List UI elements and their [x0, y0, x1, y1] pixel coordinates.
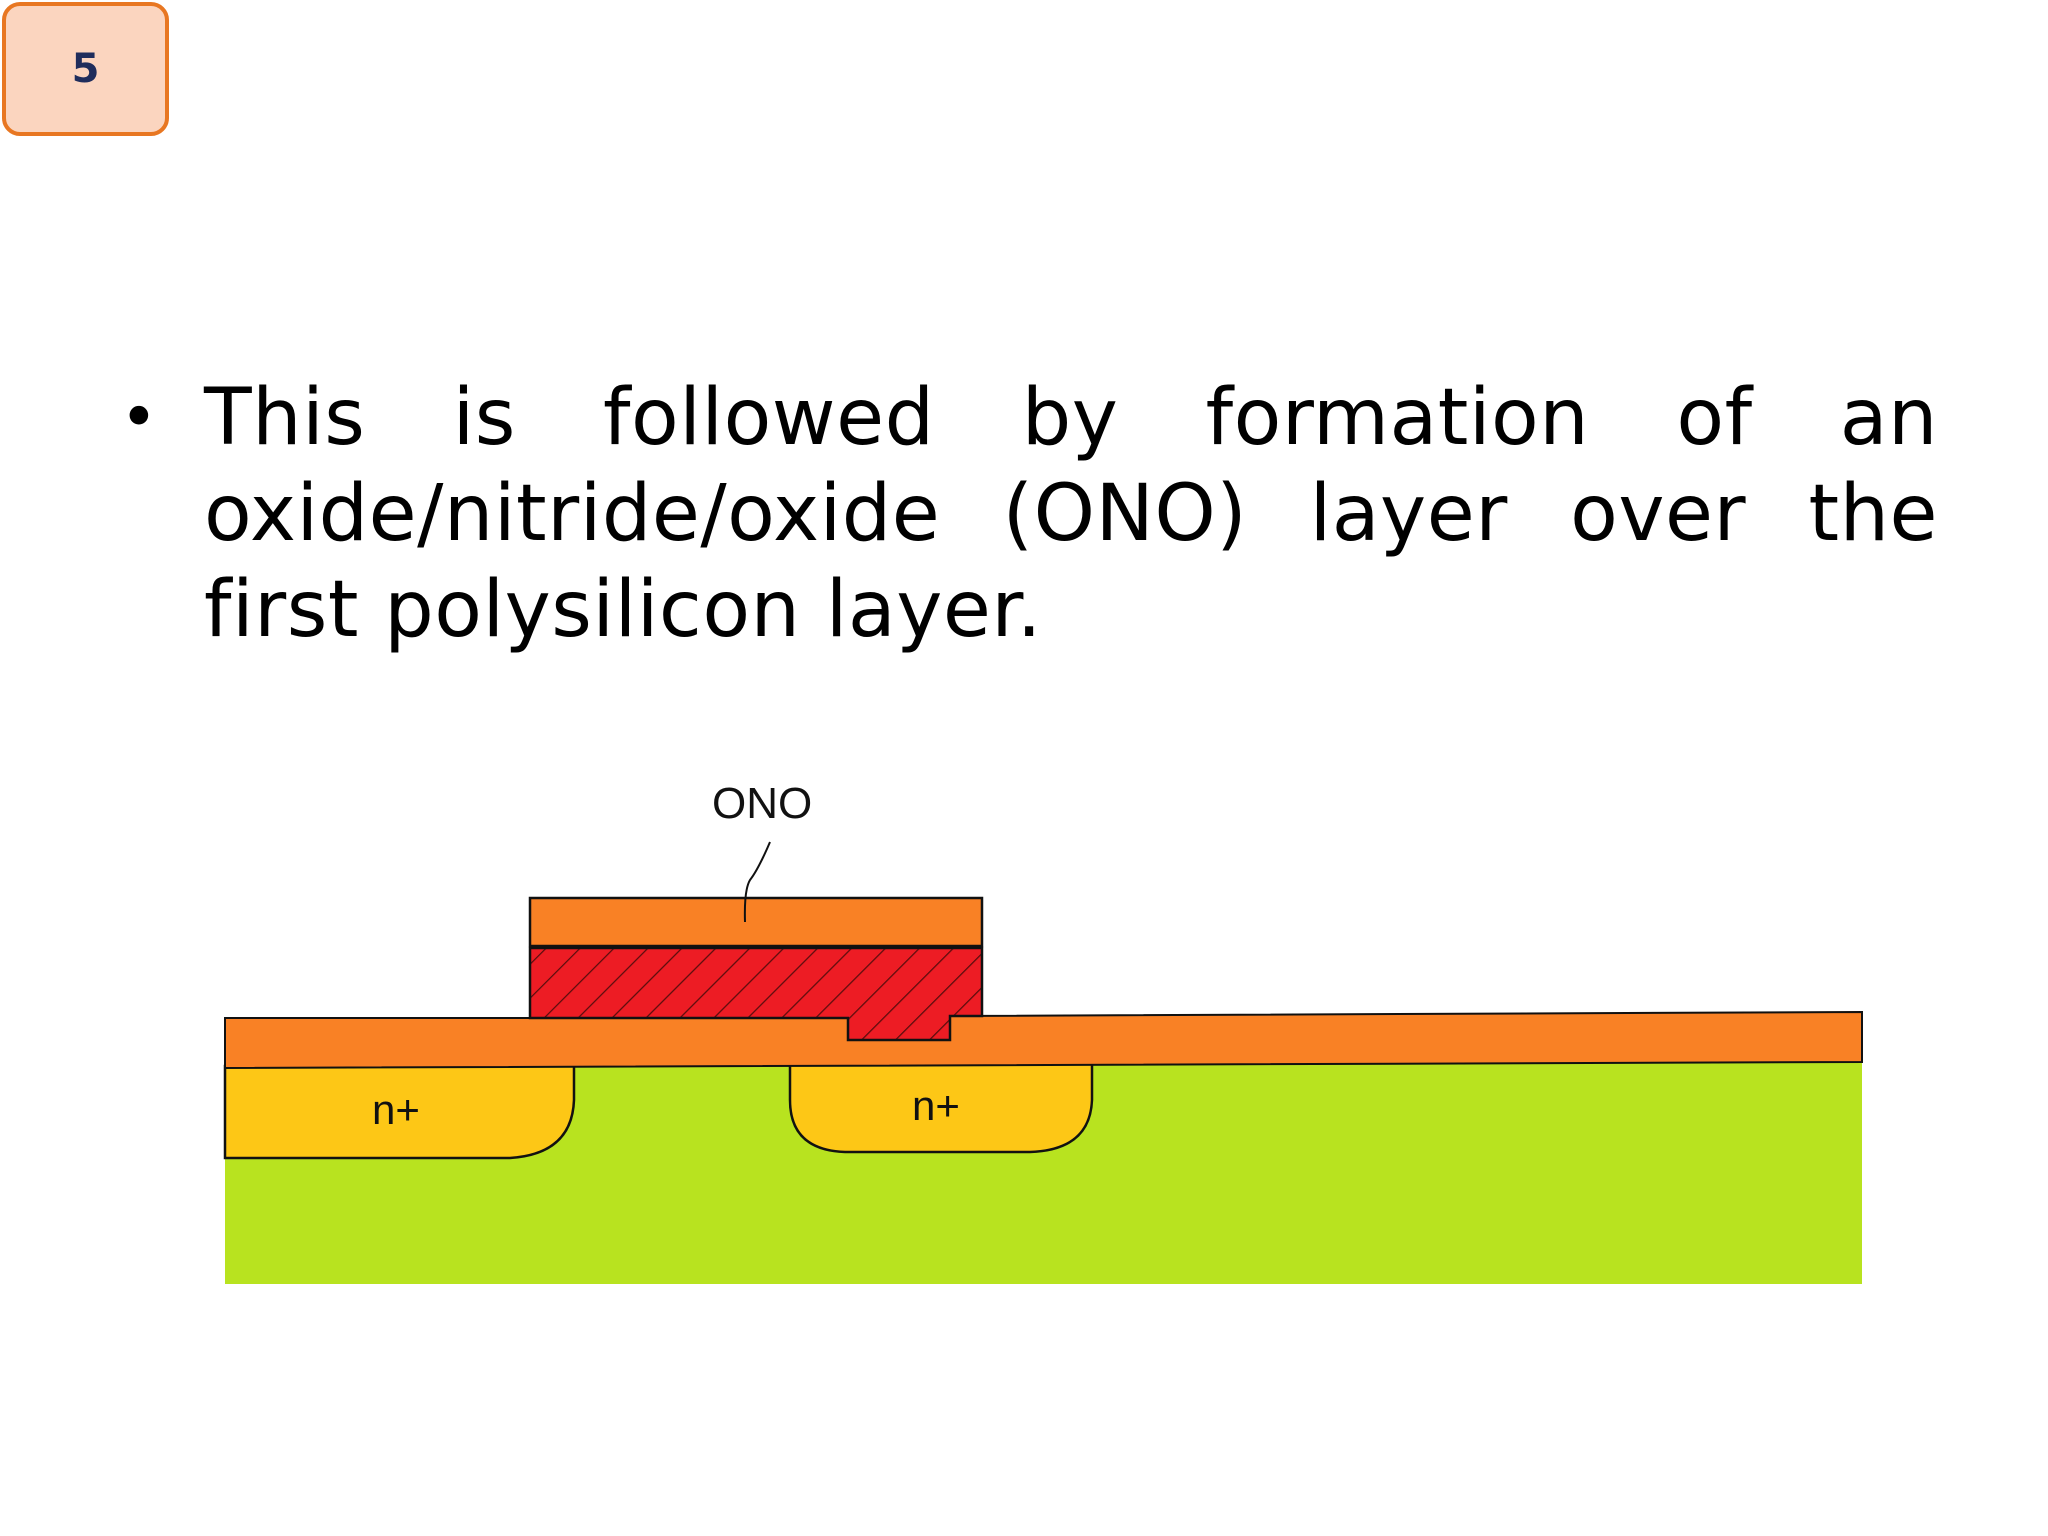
bullet-text: This is followed by formation of an oxid…	[204, 373, 1938, 655]
page-number-badge: 5	[2, 2, 169, 136]
right-n-plus-label: n+	[912, 1082, 960, 1129]
bullet-dot-icon: •	[120, 381, 158, 455]
ono-layer	[528, 896, 984, 948]
left-n-plus-region	[223, 1064, 576, 1160]
left-n-plus-label: n+	[372, 1086, 420, 1133]
right-n-plus-region	[788, 1060, 1094, 1154]
first-polysilicon-layer	[528, 946, 984, 1042]
oxide-layer	[224, 1010, 1863, 1070]
ono-label: ONO	[712, 779, 812, 828]
page-number: 5	[71, 46, 100, 92]
ono-leader-line	[743, 841, 771, 923]
